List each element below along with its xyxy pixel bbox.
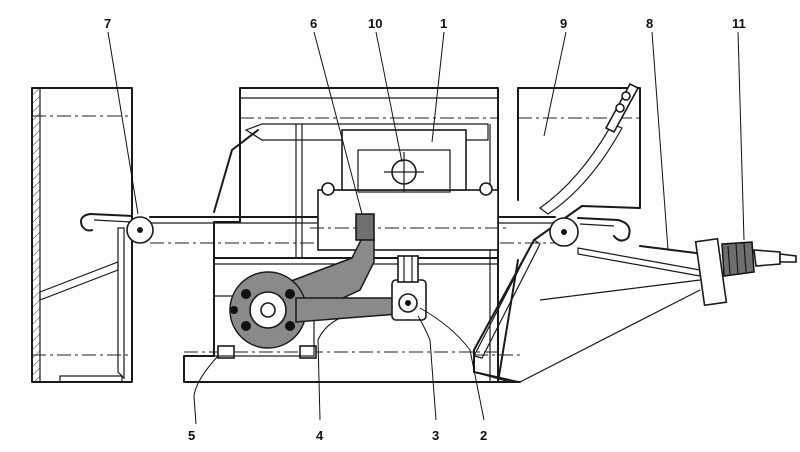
left-housing	[31, 87, 154, 383]
label-7: 7	[104, 16, 111, 31]
label-8: 8	[646, 16, 653, 31]
label-11: 11	[732, 16, 746, 31]
link-arm	[295, 255, 427, 323]
leader-lines	[107, 31, 745, 425]
label-2: 2	[480, 428, 487, 443]
label-1: 1	[440, 16, 447, 31]
label-10: 10	[368, 16, 382, 31]
part-labels: 7 6 10 1 9 8 11 5 4 3 2	[104, 16, 746, 443]
right-housing	[473, 82, 701, 383]
label-6: 6	[310, 16, 317, 31]
label-9: 9	[560, 16, 567, 31]
motor-housing	[310, 129, 510, 251]
label-3: 3	[432, 428, 439, 443]
lever-arm	[229, 213, 375, 349]
label-4: 4	[316, 428, 324, 443]
tension-assembly	[639, 237, 797, 307]
label-5: 5	[188, 428, 195, 443]
